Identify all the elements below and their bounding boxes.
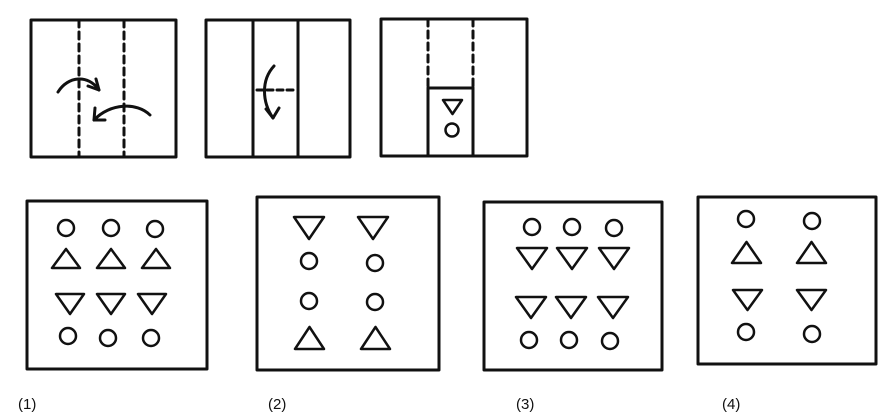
fold-arrow-left-head-icon bbox=[92, 106, 107, 122]
option-3[interactable] bbox=[482, 200, 664, 372]
option-4-label: (4) bbox=[722, 396, 741, 413]
shape-circle bbox=[600, 331, 620, 351]
option-2-label: (2) bbox=[268, 396, 287, 413]
shape-triangle-down bbox=[555, 246, 589, 271]
shape-circle bbox=[101, 218, 121, 238]
shape-circle bbox=[522, 217, 542, 237]
shape-triangle-up bbox=[293, 325, 326, 351]
shape-circle bbox=[802, 324, 822, 344]
option-frame bbox=[482, 200, 664, 372]
option-frame bbox=[25, 199, 209, 371]
option-2[interactable] bbox=[255, 195, 441, 372]
shape-circle bbox=[58, 326, 78, 346]
punched-circle bbox=[444, 122, 460, 138]
option-frame bbox=[255, 195, 441, 372]
fold-arrow-right-head-icon bbox=[86, 77, 101, 92]
shape-circle bbox=[559, 330, 579, 350]
option-4[interactable] bbox=[696, 195, 878, 366]
shape-circle bbox=[365, 292, 385, 312]
shape-circle bbox=[145, 219, 165, 239]
shape-circle bbox=[56, 218, 76, 238]
shape-circle bbox=[299, 251, 319, 271]
fold-arrow-right-icon bbox=[56, 77, 101, 94]
shape-triangle-down bbox=[554, 295, 588, 320]
option-1-label: (1) bbox=[18, 396, 37, 413]
punched-triangle-down bbox=[441, 98, 464, 116]
shape-triangle-down bbox=[795, 288, 828, 312]
shape-triangle-down bbox=[515, 246, 549, 271]
shape-circle bbox=[802, 211, 822, 231]
fold-step-2 bbox=[204, 18, 352, 159]
shape-triangle-up bbox=[140, 247, 172, 270]
shape-triangle-down bbox=[292, 215, 326, 241]
shape-circle bbox=[562, 217, 582, 237]
fold-step-3 bbox=[379, 17, 529, 158]
option-frame bbox=[696, 195, 878, 366]
fold-arrow-down-head-icon bbox=[264, 106, 281, 120]
shape-triangle-down bbox=[514, 295, 548, 320]
shape-circle bbox=[299, 291, 319, 311]
shape-triangle-down bbox=[596, 295, 630, 320]
shape-triangle-down bbox=[597, 246, 631, 271]
shape-circle bbox=[141, 328, 161, 348]
fold-arrow-left-icon bbox=[92, 104, 152, 122]
paper-square bbox=[379, 17, 529, 158]
shape-circle bbox=[736, 209, 756, 229]
shape-triangle-up bbox=[795, 240, 828, 265]
shape-triangle-down bbox=[731, 288, 764, 312]
shape-circle bbox=[736, 322, 756, 342]
shape-circle bbox=[519, 330, 539, 350]
shape-triangle-up bbox=[359, 325, 392, 351]
shape-circle bbox=[604, 218, 624, 238]
shape-triangle-up bbox=[50, 247, 82, 270]
shape-triangle-down bbox=[54, 292, 86, 316]
shape-triangle-down bbox=[95, 292, 127, 316]
shape-triangle-down bbox=[356, 215, 390, 241]
option-1[interactable] bbox=[25, 199, 209, 371]
shape-triangle-down bbox=[136, 292, 168, 316]
shape-triangle-up bbox=[95, 247, 127, 270]
fold-step-1 bbox=[29, 18, 178, 159]
shape-triangle-up bbox=[730, 240, 763, 265]
shape-circle bbox=[98, 328, 118, 348]
shape-circle bbox=[365, 253, 385, 273]
paper-square bbox=[204, 18, 352, 159]
option-3-label: (3) bbox=[516, 396, 535, 413]
paper-square bbox=[29, 18, 178, 159]
